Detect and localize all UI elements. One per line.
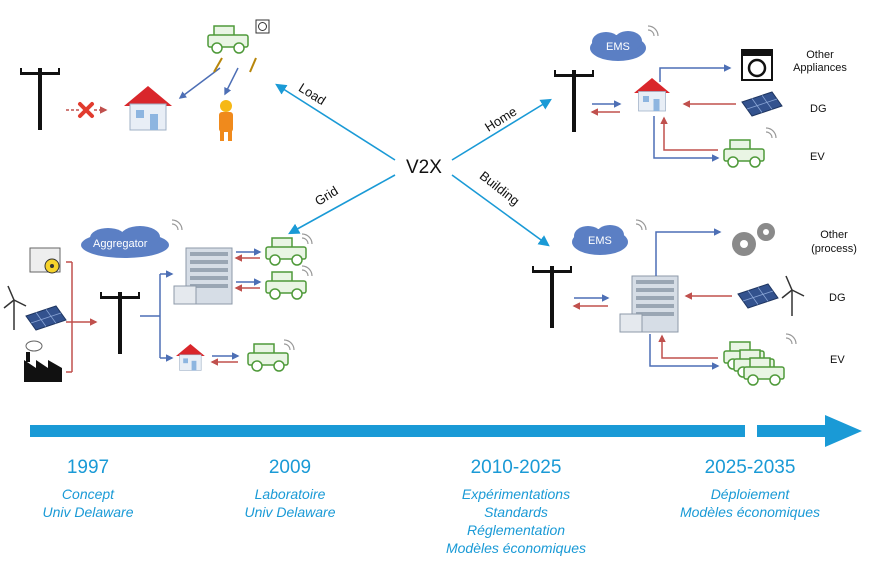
aggregator-label: Aggregator [93,238,148,250]
worker-icon [219,100,233,141]
timeline-1-line-1: Concept [61,486,115,502]
home-ev-label: EV [810,151,825,163]
load-panel [20,19,270,141]
timeline-year-1: 1997 [66,457,110,478]
meter-icon [255,19,270,34]
ems-home-label: EMS [606,41,630,53]
ems-building-label: EMS [588,235,612,247]
branch-arrows [275,83,552,247]
x-icon [78,102,94,118]
nuclear-plant-icon [29,247,61,274]
timeline-desc-2: Laboratoire Univ Delaware [170,485,410,521]
cloud-icon [590,31,646,61]
timeline-3-line-1: Expérimentations [461,486,571,502]
timeline-year-2: 2009 [268,457,312,478]
cloud-icon [81,226,169,258]
timeline-arrow [30,415,862,447]
home-other-label: Other Appliances [788,49,852,75]
home-panel [554,25,783,168]
center-label: V2X [406,157,442,178]
timeline-4-line-1: Déploiement [710,486,790,502]
timeline-2-line-1: Laboratoire [254,486,326,502]
washing-machine-icon [741,49,773,81]
wind-turbine-icon [781,275,805,316]
grid-panel [3,219,313,382]
home-dg-label: DG [810,103,827,115]
building-icon [173,247,233,305]
timeline-desc-1: Concept Univ Delaware [0,485,208,521]
timeline-year-3: 2010-2025 [470,457,562,478]
house-icon [123,85,173,131]
timeline-4-line-2: Modèles économiques [679,504,821,520]
building-ev-label: EV [830,354,845,366]
home-other-line-1: Other [806,49,834,61]
factory-icon [24,340,62,382]
utility-pole-icon [532,266,572,328]
building-panel [532,219,805,386]
timeline-3-line-3: Réglementation [466,522,566,538]
house-icon [175,343,206,371]
electric-car-icon [207,25,249,54]
solar-panel-icon [741,91,783,117]
building-icon [619,275,679,333]
timeline-2-line-2: Univ Delaware [244,504,336,520]
timeline-3-line-2: Standards [484,504,548,520]
cloud-icon [572,225,628,255]
electric-car-icon [723,139,765,168]
building-other-label: Other (process) [804,228,864,256]
electric-car-icon [265,237,307,266]
timeline-1-line-2: Univ Delaware [42,504,134,520]
house-icon [633,77,671,112]
utility-pole-icon [100,292,140,354]
building-other-line-2: (process) [811,243,857,255]
gear-icon [732,223,775,256]
utility-pole-icon [20,68,60,130]
wind-turbine-icon [3,285,27,330]
building-other-line-1: Other [820,229,848,241]
timeline-desc-3: Expérimentations Standards Réglementatio… [396,485,636,557]
electric-car-icon [743,357,785,386]
electric-car-icon [265,271,307,300]
timeline-desc-4: Déploiement Modèles économiques [630,485,870,521]
timeline-year-4: 2025-2035 [704,457,796,478]
building-dg-label: DG [829,292,846,304]
solar-panel-icon [737,283,779,309]
solar-panel-icon [25,305,67,331]
utility-pole-icon [554,70,594,132]
electric-car-icon [247,343,289,372]
timeline-3-line-4: Modèles économiques [445,540,587,556]
home-other-line-2: Appliances [793,62,847,74]
